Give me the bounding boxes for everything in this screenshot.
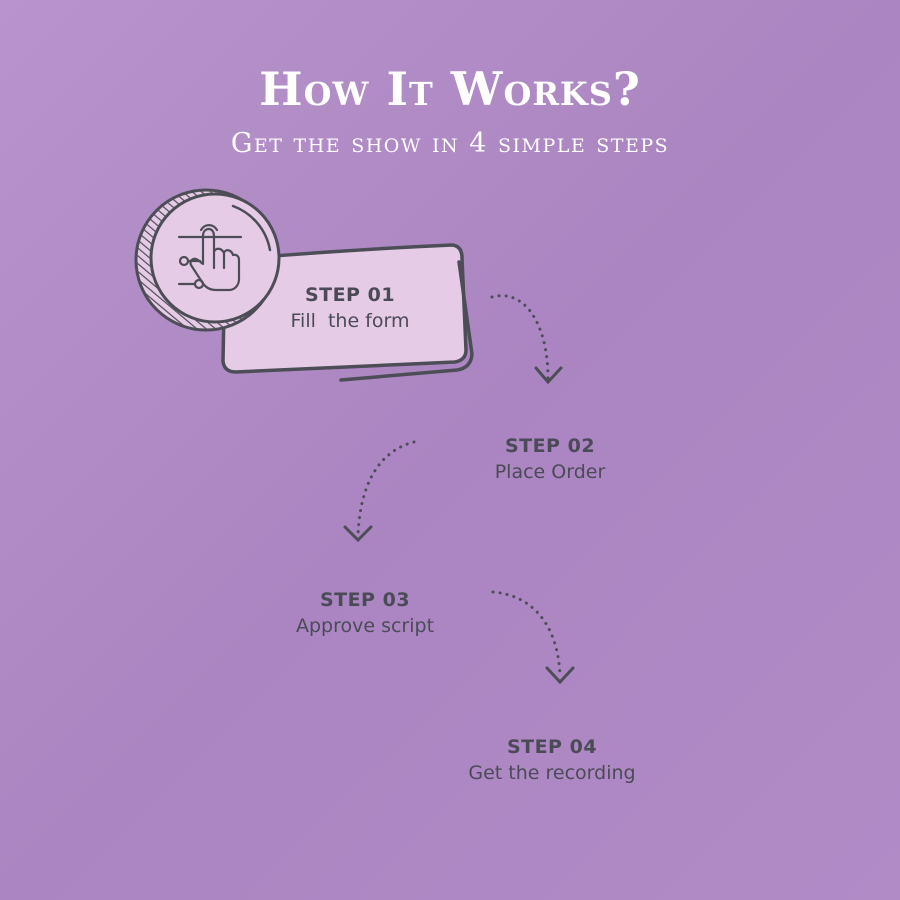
step-caption: Get the recording [468,762,636,784]
step-text-1: STEP 01 Fill the form [230,284,470,332]
step-label: STEP 03 [319,589,411,611]
step-card-1 [221,243,474,382]
page-subtitle: Get the show in 4 simple steps [230,128,670,159]
connector-arrow-3 [491,590,575,685]
page-title: How It Works? [259,62,641,116]
step-caption: Approve script [295,615,435,637]
step-label: STEP 01 [304,284,396,306]
step-label: STEP 04 [506,736,598,758]
step-caption: Fill the form [290,310,410,332]
step-text-3: STEP 03 Approve script [245,589,485,637]
step-label: STEP 02 [504,435,596,457]
step-text-4: STEP 04 Get the recording [432,736,672,784]
step-text-2: STEP 02 Place Order [430,435,670,483]
touch-slider-icon [177,224,243,292]
connector-arrow-2 [343,440,416,543]
step-caption: Place Order [494,461,606,483]
connector-arrow-1 [490,294,563,385]
